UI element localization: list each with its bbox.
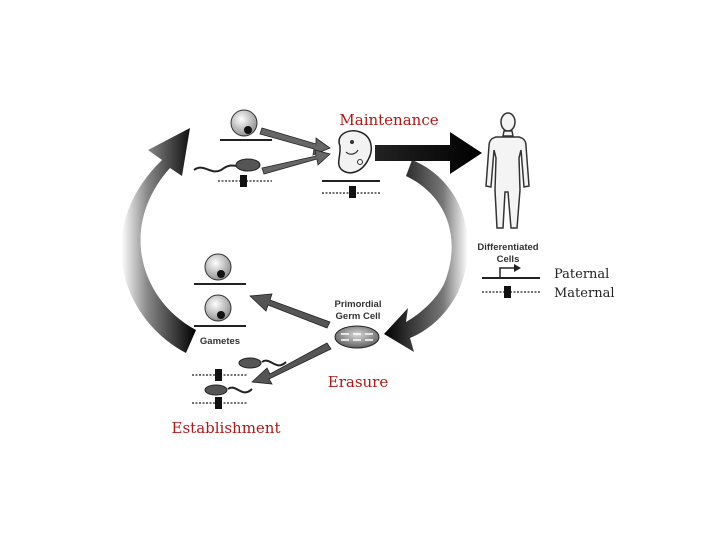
gametes-label: Gametes [200,336,240,347]
bottom-sperm-cell-2 [204,384,253,396]
bottom-sperm-cell-1 [238,357,287,369]
parental-gene-diagram [482,264,540,298]
pgc-to-sperm-arrow [251,342,332,385]
pgc-to-eggs-arrow [249,293,331,329]
sperm-to-zygote-arrow [261,149,331,175]
svg-text:Primordial: Primordial [335,299,382,310]
svg-text:Cells: Cells [497,254,520,265]
primordial-germ-cell-icon [334,325,380,349]
left-cycle-arrow [121,128,196,353]
paternal-label: Paternal [554,267,609,282]
bottom-gene-marker-1 [192,369,248,381]
right-cycle-arrow [384,160,469,352]
maternal-label: Maternal [554,286,614,301]
establishment-label: Establishment [172,419,281,437]
bottom-egg-cell-1 [194,253,246,285]
bottom-egg-cell-2 [194,294,246,327]
human-figure-icon [485,112,530,229]
erasure-label: Erasure [328,373,389,391]
svg-text:Germ Cell: Germ Cell [336,311,381,322]
svg-text:Differentiated: Differentiated [477,242,538,253]
maintenance-label: Maintenance [339,111,438,129]
top-egg-cell [220,109,272,141]
embryo-gene-marker [322,180,380,198]
top-gene-marker [218,175,272,187]
primordial-germ-cell-label: Primordial Germ Cell [335,299,382,322]
embryo-icon [337,130,373,174]
top-sperm-cell [193,158,261,173]
differentiated-cells-label: Differentiated Cells [477,242,538,265]
to-differentiated-arrow [375,132,482,174]
bottom-gene-marker-2 [192,397,248,409]
